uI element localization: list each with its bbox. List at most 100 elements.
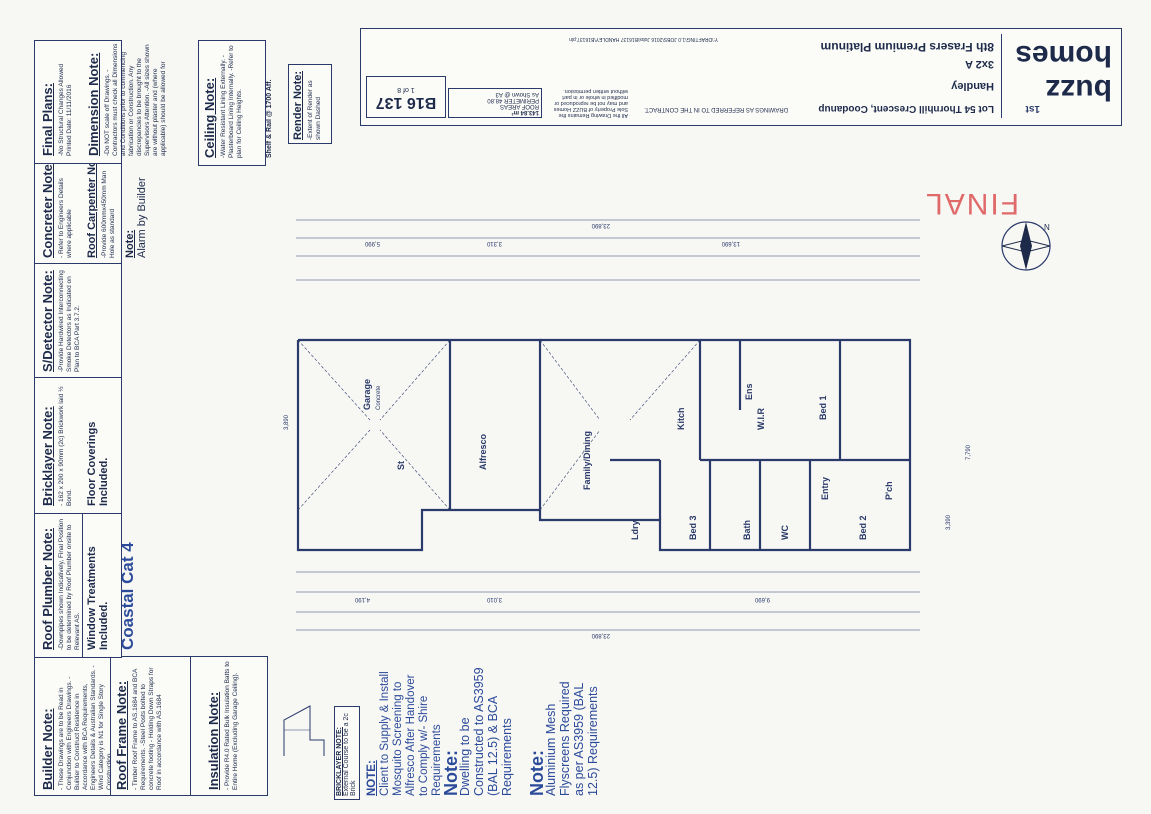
dimension-note: Dimension Note: -Do NOT scale off Drawin… (86, 42, 168, 156)
builder-note-title: Builder Note: (40, 708, 55, 790)
room-label-kitch: Kitch (676, 408, 686, 431)
mosquito-note: NOTE: Client to Supply & Install Mosquit… (366, 666, 444, 796)
concreter-note: Concreter Note: - Refer to Engineers Det… (40, 159, 74, 258)
area-table: 143.84 m² ROOF AREAS PERIMETER 48.80 As … (448, 88, 542, 118)
render-note: Render Note: -Extent of Render as shown … (292, 66, 323, 140)
notes-band-3 (34, 376, 122, 514)
file-path: Y:\DRAFTING\1.0 JOBS\2016 Jobs\B16137 HA… (569, 36, 718, 42)
north-arrow-icon: N (1001, 221, 1051, 271)
ceiling-note-body: -Water Resistant Lining Externally. -Pla… (220, 45, 243, 158)
family-roof-lines (539, 339, 701, 511)
sheet-number: 1 of 8 (397, 86, 415, 93)
bricklayer-note: Bricklayer Note: - 162 x 290 x 90mm (2c)… (40, 376, 74, 506)
final-plans-note-title: Final Plans: (40, 83, 55, 156)
alarm-note-body: Alarm by Builder (136, 177, 148, 258)
mosquito-note-body: Client to Supply & Install Mosquito Scre… (379, 671, 443, 796)
bricklayer-small-title: BRICKLAYER NOTE: (336, 727, 343, 796)
room-label-bed2: Bed 2 (858, 515, 868, 540)
floor-coverings-note: Floor Coverings Included. (86, 421, 110, 506)
flyscreens-note: Note: Aluminium Mesh Flyscreens Required… (527, 666, 600, 796)
room-label-garage-floor: Concrete (376, 385, 382, 410)
room-label-wir: W.I.R (756, 408, 766, 430)
dwelling-note-title: Note: (441, 750, 461, 796)
notes-column-3 (190, 656, 268, 796)
room-label-family: Family/Dining (582, 431, 592, 490)
roof-areas: ROOF AREAS (499, 103, 539, 109)
lot-address: Lot 54 Thornhill Crescent, Coodanup (818, 103, 994, 114)
notes-column-2 (110, 656, 192, 796)
sj-detector-note-body: -Provide Hardwired Interconnecting Smoke… (58, 270, 81, 372)
roof-plumber-note-title: Roof Plumber Note: (40, 527, 55, 650)
dim-side-c: 13,690 (721, 240, 740, 246)
notes-band-6 (34, 40, 122, 164)
concreter-note-title: Concreter Note: (40, 159, 55, 258)
copyright: All the Drawing Remains the Sole Propert… (553, 88, 628, 118)
project-name: 8th Frasers Premium Platinum (820, 40, 994, 54)
walls (296, 338, 912, 552)
garage-roof-lines (297, 339, 451, 511)
roof-plumber-note: Roof Plumber Note: -Downpipes shown Indi… (40, 514, 82, 650)
scale: As Shown @ A3 (495, 91, 539, 97)
dim-side-a: 5,990 (364, 240, 380, 246)
roof-carpenter-note-title: Roof Carpenter Note: (86, 146, 98, 258)
shelf-note: Shelf & Rail @ 1700 Aff. (266, 79, 273, 158)
svg-text:N: N (1044, 223, 1050, 232)
client-name: Handley (951, 80, 994, 92)
notes-band-4 (34, 262, 122, 378)
ceiling-note: Ceiling Note: -Water Resistant Lining Ex… (202, 42, 244, 158)
render-note-title: Render Note: (292, 70, 304, 140)
bricklayer-small-body: External Course to be a 2c Brick (343, 713, 357, 796)
room-label-entry: Entry (820, 477, 830, 500)
dim-side-g: 3,390 (946, 514, 952, 530)
window-treatments-note: Window Treatments Included. (86, 546, 110, 650)
roof-frame-note: Roof Frame Note: - Timber Roof Frame to … (114, 660, 164, 790)
dwelling-note-body: Dwelling to be Constructed to AS3959 (BA… (458, 667, 514, 796)
brand-tag: 1st (1025, 103, 1040, 114)
ceiling-note-title: Ceiling Note: (202, 77, 217, 158)
sj-detector-note-title: S/Detector Note: (40, 270, 55, 372)
mosquito-note-title: NOTE: (366, 760, 378, 796)
insulation-note: Insulation Note: - Provide R4.0 Rated Bu… (206, 660, 240, 790)
flyscreens-note-title: Note: (527, 750, 547, 796)
notes-column-1 (34, 656, 112, 796)
alarm-note-title: Note: (124, 229, 136, 258)
dim-side-d: 4,190 (354, 596, 370, 602)
dimension-lines-bottom (296, 571, 920, 631)
brand-name: buzz homes (1015, 39, 1112, 106)
dim-side-b: 3,310 (486, 240, 502, 246)
bricklayer-note-title: Bricklayer Note: (40, 406, 55, 506)
config: 3x2 A (965, 58, 994, 70)
room-label-ldry: Ldry (630, 520, 640, 540)
final-plans-note-body: -No Structural Changes Allowed Printed D… (58, 63, 73, 156)
disclaimer: DRAWINGS AS REFERRED TO IN THE CONTRACT. (644, 106, 788, 112)
dwelling-note: Note: Dwelling to be Constructed to AS39… (441, 666, 514, 796)
room-label-garage: Garage (362, 379, 372, 410)
alarm-note: Note: Alarm by Builder (124, 162, 148, 258)
room-label-wc: WC (780, 525, 790, 540)
flyscreens-note-body: Aluminium Mesh Flyscreens Required as pe… (544, 681, 600, 796)
room-label-bed1: Bed 1 (818, 395, 828, 420)
final-plans-note: Final Plans: -No Structural Changes Allo… (40, 42, 74, 156)
dimension-note-title: Dimension Note: (86, 52, 101, 156)
roof-carpenter-note-body: -Provide 600mmx450mm Man Hole as standar… (101, 170, 116, 258)
render-note-box (288, 64, 332, 144)
roof-plumber-note-body: -Downpipes shown Indicatively, Final Pos… (58, 518, 81, 650)
dim-overall-bottom: 23,890 (591, 632, 610, 638)
room-label-bed3: Bed 3 (688, 515, 698, 540)
room-label-st: St (396, 461, 406, 470)
bricklayer-small-note: BRICKLAYER NOTE: External Course to be a… (336, 706, 357, 796)
house-code: B16 137 (375, 94, 437, 111)
title-block-content: buzz homes 1st Lot 54 Thornhill Crescent… (362, 30, 1118, 122)
dim-overall-top: 23,890 (591, 222, 610, 228)
dimension-note-body: -Do NOT scale off Drawings. -Contractors… (104, 43, 167, 156)
house-code-box: B16 137 1 of 8 (366, 76, 446, 118)
bricklayer-small-box (334, 706, 360, 800)
building-area: 143.84 m² (511, 109, 539, 115)
room-label-ens: Ens (744, 383, 754, 400)
window-treatments-box (82, 512, 122, 658)
detail-sketch-icon (283, 705, 325, 756)
room-label-alfresco: Alfresco (478, 433, 488, 470)
concreter-note-body: - Refer to Engineers Details where appli… (58, 178, 73, 258)
room-label-porch: P'ch (884, 481, 894, 500)
